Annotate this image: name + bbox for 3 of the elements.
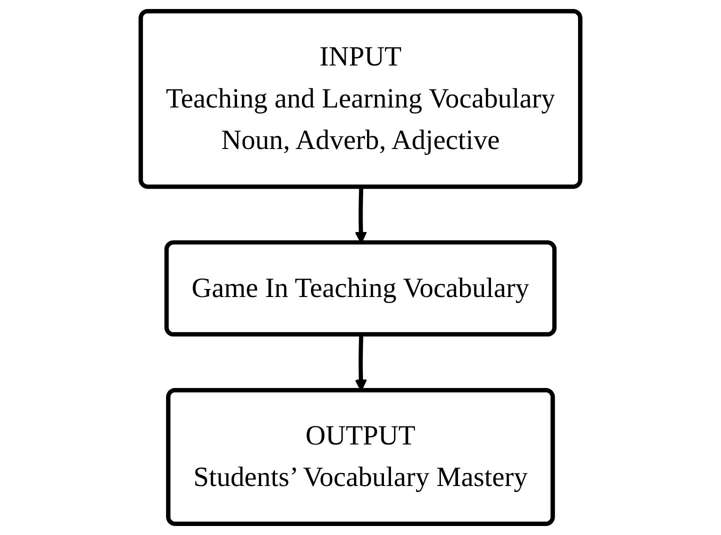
- process-box: Game In Teaching Vocabulary: [164, 240, 557, 336]
- process-box: OUTPUT Students’ Vocabulary Mastery: [166, 388, 555, 526]
- process-box: INPUT Teaching and Learning Vocabulary Noun, Adverb, Adjective: [138, 9, 582, 189]
